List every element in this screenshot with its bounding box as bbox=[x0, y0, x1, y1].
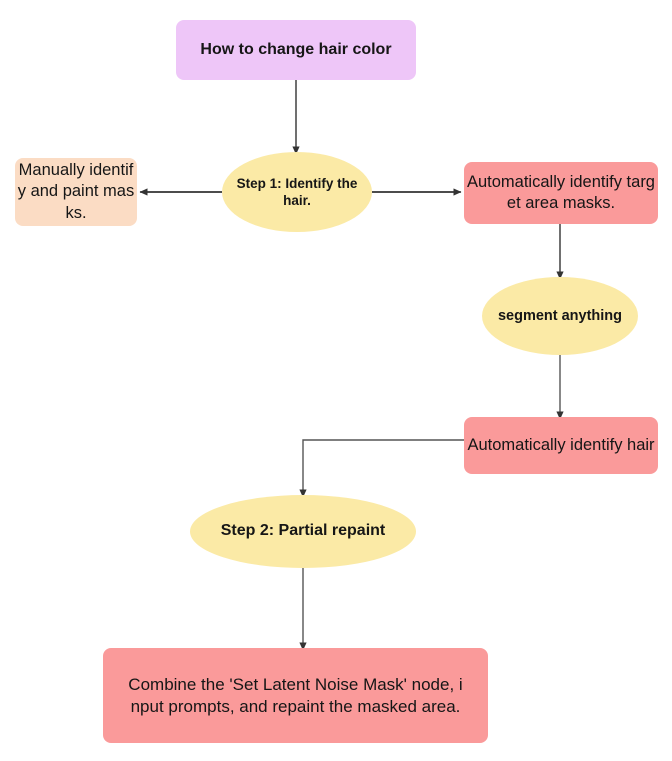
node-combine-set-latent-noise-mask[interactable]: Combine the 'Set Latent Noise Mask' node… bbox=[103, 648, 488, 743]
node-title-how-to-change-hair-color[interactable]: How to change hair color bbox=[176, 20, 416, 80]
node-title-label: How to change hair color bbox=[200, 40, 392, 58]
node-manually-identify-and-paint-masks[interactable]: Manually identif y and paint mas ks. bbox=[15, 158, 137, 226]
node-segment-anything[interactable]: segment anything bbox=[482, 277, 638, 355]
node-auto-target-masks-label: Automatically identify targ et area mask… bbox=[466, 172, 655, 212]
node-step1-label: Step 1: Identify the hair. bbox=[236, 175, 358, 208]
node-step-2-partial-repaint[interactable]: Step 2: Partial repaint bbox=[190, 495, 416, 568]
node-automatically-identify-hair[interactable]: Automatically identify hair bbox=[464, 417, 658, 474]
node-step-1-identify-the-hair[interactable]: Step 1: Identify the hair. bbox=[222, 152, 372, 232]
node-step2-label: Step 2: Partial repaint bbox=[220, 522, 386, 540]
node-auto-identify-hair-label: Automatically identify hair bbox=[467, 435, 655, 454]
node-manual-mask-label: Manually identif y and paint mas ks. bbox=[17, 161, 135, 222]
edge-auto-identify-hair-to-step2 bbox=[299, 439, 464, 498]
node-combine-label: Combine the 'Set Latent Noise Mask' node… bbox=[128, 674, 463, 716]
node-segment-anything-label: segment anything bbox=[497, 307, 623, 324]
node-automatically-identify-target-area-masks[interactable]: Automatically identify targ et area mask… bbox=[464, 162, 658, 224]
